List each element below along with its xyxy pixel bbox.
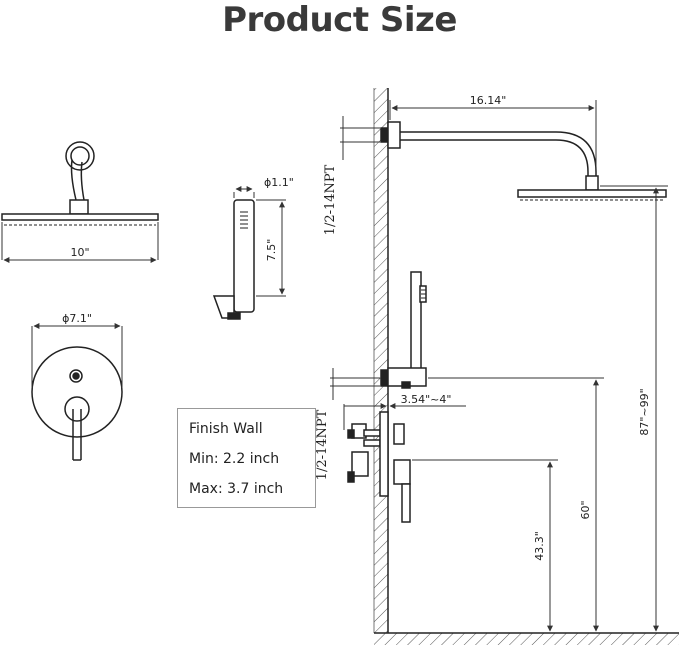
finish-wall-heading: Finish Wall: [189, 421, 263, 437]
valve-height-dimension: 43.3": [412, 459, 558, 632]
valve-height-label: 43.3": [533, 531, 546, 561]
total-height-label: 87"~99": [638, 388, 651, 435]
handheld-diameter-dimension: ϕ1.1": [233, 176, 294, 198]
handheld-shower-icon: [212, 199, 255, 320]
finish-wall-max: Max: 3.7 inch: [189, 481, 283, 497]
max-label: Max:: [189, 481, 223, 497]
outlet-height-dimension: 60": [428, 377, 604, 632]
handheld-length-label: 7.5": [265, 239, 278, 262]
finish-wall-min: Min: 2.2 inch: [189, 451, 279, 467]
shower-arm-icon: [380, 121, 667, 201]
depth-dimension: 3.54"~4": [343, 393, 466, 430]
depth-label: 3.54"~4": [401, 393, 452, 406]
max-value: 3.7 inch: [227, 481, 284, 497]
finish-wall-box: Finish Wall Min: 2.2 inch Max: 3.7 inch: [177, 408, 316, 508]
min-value: 2.2 inch: [223, 451, 280, 467]
arm-length-dimension: 16.14": [389, 94, 597, 170]
npt-bottom-callout: 1/2-14NPT: [315, 368, 380, 480]
handheld-diameter-label: ϕ1.1": [264, 176, 294, 189]
page-title: Product Size: [222, 0, 457, 40]
outlet-height-label: 60": [579, 500, 592, 519]
valve-body-icon: [347, 411, 411, 523]
npt-bottom-label: 1/2-14NPT: [315, 409, 330, 480]
npt-top-label: 1/2-14NPT: [323, 164, 338, 235]
valve-diameter-dimension: ϕ7.1": [31, 312, 123, 388]
head-width-label: 10": [70, 246, 89, 259]
handheld-side-icon: [380, 271, 427, 389]
head-width-dimension: 10": [1, 222, 159, 263]
valve-plate-icon: [31, 346, 123, 461]
rain-shower-head-icon: [1, 141, 159, 226]
arm-length-label: 16.14": [470, 94, 507, 107]
min-label: Min:: [189, 451, 219, 467]
handheld-length-dimension: 7.5": [256, 199, 286, 297]
npt-top-callout: 1/2-14NPT: [323, 116, 380, 235]
valve-diameter-label: ϕ7.1": [62, 312, 92, 325]
total-height-dimension: 87"~99": [600, 185, 668, 632]
